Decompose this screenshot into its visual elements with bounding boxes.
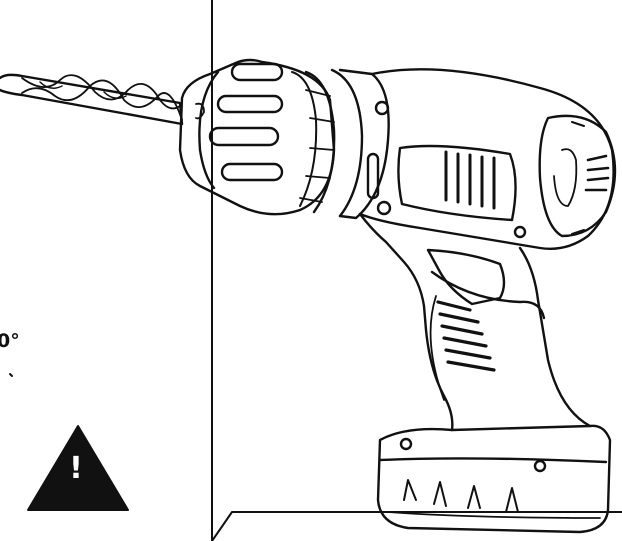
tick-mark bbox=[9, 373, 13, 377]
drill-chuck bbox=[178, 58, 390, 220]
warning-triangle-icon bbox=[27, 425, 129, 511]
warning-exclamation: ! bbox=[69, 451, 83, 486]
drill-handle bbox=[358, 212, 592, 432]
angle-label: 0° bbox=[0, 330, 20, 352]
drill-body bbox=[358, 68, 617, 250]
wall-corner-lines bbox=[211, 0, 622, 541]
drill-bit-icon bbox=[0, 73, 184, 126]
drill-battery bbox=[376, 424, 612, 534]
